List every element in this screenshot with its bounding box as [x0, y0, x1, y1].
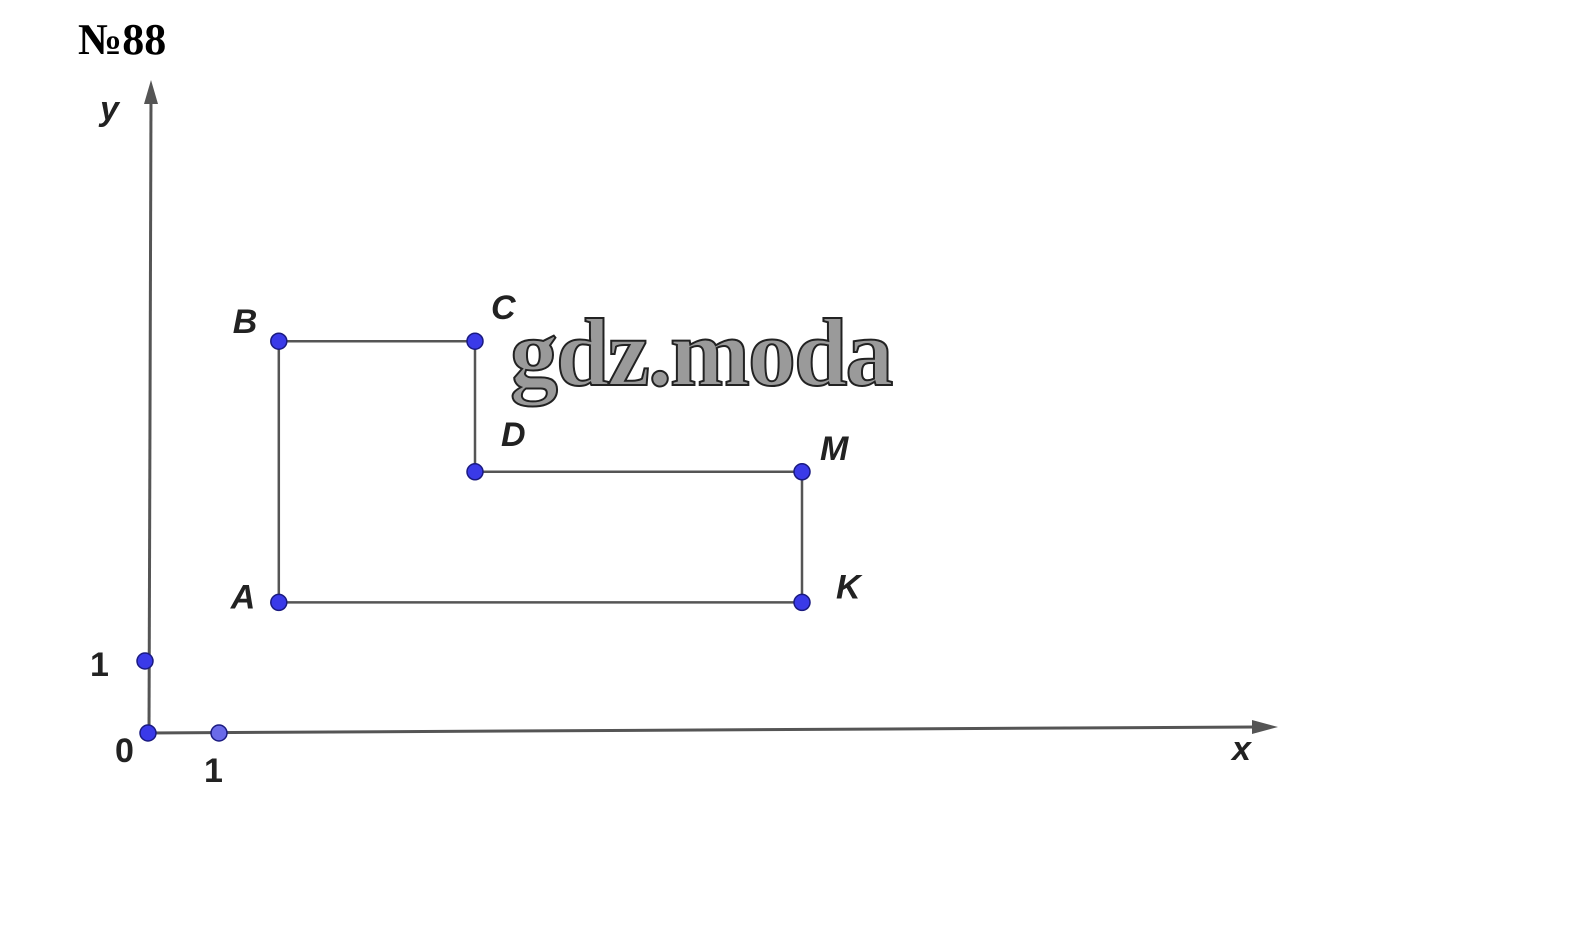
y-axis-arrow-icon	[144, 80, 158, 104]
vertex-M	[793, 463, 811, 481]
y-unit-point	[136, 652, 154, 670]
polygon-labels: A B C D M K	[230, 289, 863, 616]
x-axis	[146, 725, 1256, 735]
problem-number: №88	[78, 15, 167, 64]
y-axis-label: y	[98, 90, 121, 128]
y-axis	[147, 97, 153, 734]
x-unit-point	[210, 724, 228, 742]
x-axis-label: x	[1230, 730, 1253, 768]
vertex-C	[466, 332, 484, 350]
x-unit-label: 1	[204, 752, 223, 790]
watermark-logo: gdz.moda	[510, 299, 892, 406]
vertex-K	[793, 593, 811, 612]
vertex-A	[270, 593, 288, 612]
polygon-edges	[277, 339, 804, 604]
vertex-label-C: C	[491, 289, 516, 327]
x-axis-arrow-icon	[1252, 720, 1278, 734]
polygon-vertices	[270, 332, 811, 612]
vertex-label-K: K	[836, 568, 863, 606]
vertex-B	[270, 332, 288, 350]
origin-label: 0	[115, 732, 134, 770]
vertex-label-D: D	[501, 416, 526, 454]
origin-point	[139, 724, 157, 742]
y-unit-label: 1	[90, 646, 109, 684]
vertex-D	[466, 463, 484, 481]
vertex-label-M: M	[820, 430, 849, 468]
vertex-label-B: B	[233, 303, 258, 341]
vertex-label-A: A	[230, 578, 256, 616]
